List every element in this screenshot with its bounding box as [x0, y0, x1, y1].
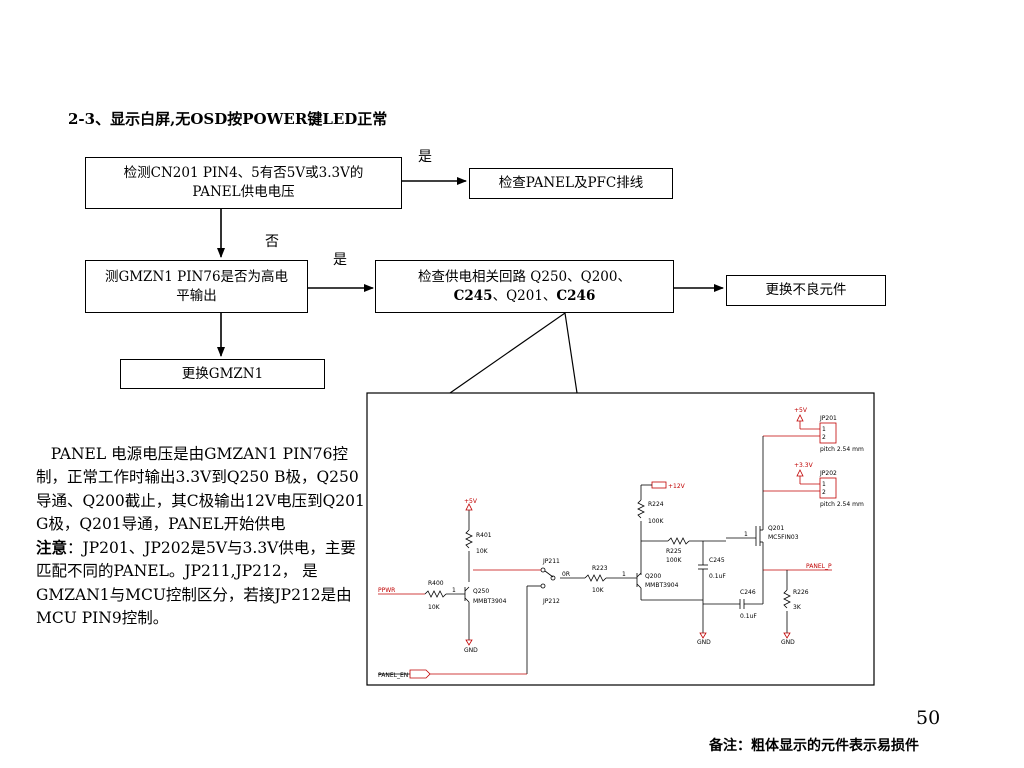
v33-label: +3.3V	[794, 462, 814, 469]
jp212-label: JP212	[542, 598, 560, 605]
r401-value: 10K	[476, 548, 489, 555]
jp202-label: JP202	[819, 470, 837, 477]
page-title: 2-3、显示白屏,无OSD按POWER键LED正常	[68, 110, 388, 128]
schematic-frame	[366, 392, 875, 686]
pin2a-label: 2	[822, 434, 826, 441]
yes-label-1: 是	[418, 149, 432, 165]
one-label-3: 1	[452, 587, 456, 594]
r225-value: 100K	[666, 557, 682, 564]
c245-label: C245	[709, 557, 725, 564]
check-panel-pfc-box: 检查PANEL及PFC排线	[469, 168, 673, 199]
r226-label: R226	[793, 589, 809, 596]
v12-label: +12V	[668, 483, 686, 490]
box1-line2: PANEL供电电压	[192, 184, 295, 200]
box4-c245: C245	[453, 287, 493, 304]
jp202-connector	[819, 477, 837, 499]
r400-value: 10K	[428, 604, 441, 611]
box6-label: 更换GMZN1	[181, 365, 264, 382]
c246-label: C246	[740, 589, 756, 596]
gnd2-label: GND	[697, 639, 711, 646]
c245-value: 0.1uF	[709, 573, 726, 580]
r401-label: R401	[476, 532, 492, 539]
panelen-label: PANEL_EN	[378, 672, 408, 679]
q201-label: Q201	[768, 525, 784, 532]
ppwr-label: PPWR	[378, 587, 395, 594]
box4-line1: 检查供电相关回路 Q250、Q200、	[418, 268, 631, 285]
box4-mid: 、Q201、	[492, 287, 557, 304]
page-number: 50	[916, 707, 941, 729]
footnote: 备注：粗体显示的元件表示易损件	[709, 738, 919, 754]
v5a-label: +5V	[794, 407, 808, 414]
measure-gmzn1-box: 测GMZN1 PIN76是否为高电平输出	[85, 260, 308, 313]
callout-pointer	[449, 311, 578, 394]
jp201-label: JP201	[819, 415, 837, 422]
r400-label: R400	[428, 580, 444, 587]
pin1a-label: 1	[822, 426, 826, 433]
box2-label: 检查PANEL及PFC排线	[498, 175, 644, 191]
check-power-loop-box: 检查供电相关回路 Q250、Q200、 C245、Q201、C246	[375, 260, 674, 313]
r223-value: 10K	[592, 587, 605, 594]
note-label: 注意	[36, 538, 68, 558]
jp211-label: JP211	[542, 558, 560, 565]
replace-parts-box: 更换不良元件	[726, 275, 886, 306]
yes-label-2: 是	[333, 252, 347, 268]
one-label-1: 1	[744, 531, 748, 538]
c246-value: 0.1uF	[740, 613, 757, 620]
box3-line2: 平输出	[176, 287, 217, 304]
explanation-text: PANEL 电源电压是由GMZAN1 PIN76控制，正常工作时输出3.3V到Q…	[36, 443, 371, 630]
q200-label: Q200	[645, 573, 661, 580]
jp201-connector	[819, 422, 837, 444]
q250-label: Q250	[473, 588, 489, 595]
check-cn201-box: 检测CN201 PIN4、5有否5V或3.3V的 PANEL供电电压	[85, 157, 402, 209]
box3-line1: 测GMZN1 PIN76是否为高电	[104, 268, 289, 285]
no-label: 否	[265, 234, 279, 250]
note-text: ：JP201、JP202是5V与3.3V供电，主要匹配不同的PANEL。JP21…	[36, 539, 356, 628]
gnd3-label: GND	[781, 639, 795, 646]
v5b-label: +5V	[464, 498, 478, 505]
pin1b-label: 1	[822, 481, 826, 488]
replace-gmzn1-box: 更换GMZN1	[120, 359, 325, 389]
q200-type: MMBT3904	[645, 582, 679, 589]
gnd1-label: GND	[464, 647, 478, 654]
box5-label: 更换不良元件	[765, 282, 847, 298]
r224-value: 100K	[648, 518, 664, 525]
panelp-label: PANEL_P	[806, 563, 832, 570]
explanation-para: PANEL 电源电压是由GMZAN1 PIN76控制，正常工作时输出3.3V到Q…	[36, 445, 365, 533]
pin2b-label: 2	[822, 489, 826, 496]
zero-ohm-label: 0R	[562, 571, 570, 578]
box1-line1: 检测CN201 PIN4、5有否5V或3.3V的	[123, 165, 364, 181]
r223-label: R223	[592, 565, 608, 572]
pitch1-label: pitch 2.54 mm	[820, 446, 864, 453]
pitch2-label: pitch 2.54 mm	[820, 501, 864, 508]
q250-type: MMBT3904	[473, 598, 507, 605]
box4-c246: C246	[556, 287, 596, 304]
r224-label: R224	[648, 501, 664, 508]
one-label-2: 1	[622, 571, 626, 578]
r225-label: R225	[666, 548, 682, 555]
r226-value: 3K	[793, 604, 802, 611]
q201-type: MC5FIN03	[768, 534, 799, 541]
